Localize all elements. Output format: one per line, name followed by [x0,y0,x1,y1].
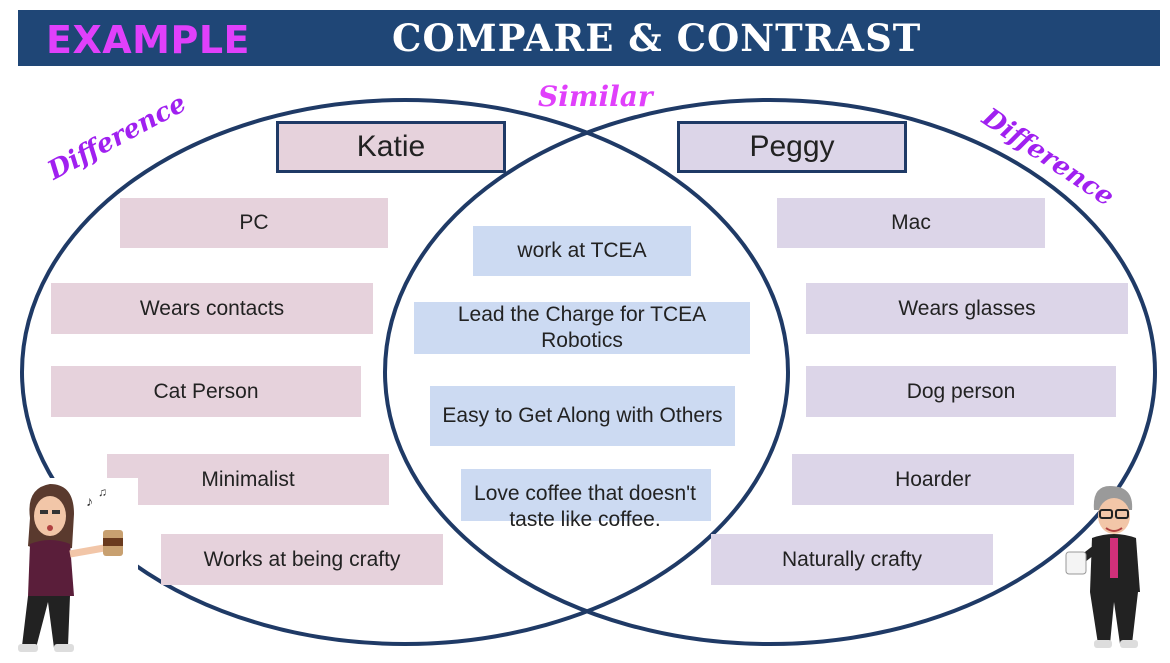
right-difference-item: Hoarder [792,454,1074,505]
similarity-item: Easy to Get Along with Others [430,386,735,446]
right-circle [383,98,1157,646]
peggy-avatar [1065,486,1140,648]
similarity-item: Love coffee that doesn't taste like coff… [474,482,696,531]
svg-text:♫: ♫ [98,485,107,499]
right-difference-item: Mac [777,198,1045,248]
right-difference-item: Dog person [806,366,1116,417]
similarity-box-background [461,469,711,521]
name-box-peggy: Peggy [677,121,907,173]
right-difference-item: Naturally crafty [711,534,993,585]
similarity-item: work at TCEA [473,226,691,276]
example-tag: EXAMPLE [46,18,251,62]
left-difference-item: PC [120,198,388,248]
left-difference-item: Cat Person [51,366,361,417]
page-title: COMPARE & CONTRAST [392,16,922,60]
left-difference-item: Works at being crafty [161,534,443,585]
right-difference-item: Wears glasses [806,283,1128,334]
katie-avatar: ♪ ♫ [8,478,138,658]
name-box-katie: Katie [276,121,506,173]
similarity-item: Lead the Charge for TCEA Robotics [414,302,750,354]
left-difference-item: Wears contacts [51,283,373,334]
svg-text:♪: ♪ [86,493,93,509]
header-bar [18,10,1160,66]
left-circle [20,98,790,646]
similar-label: Similar [538,80,653,113]
left-difference-item: Minimalist [107,454,389,505]
